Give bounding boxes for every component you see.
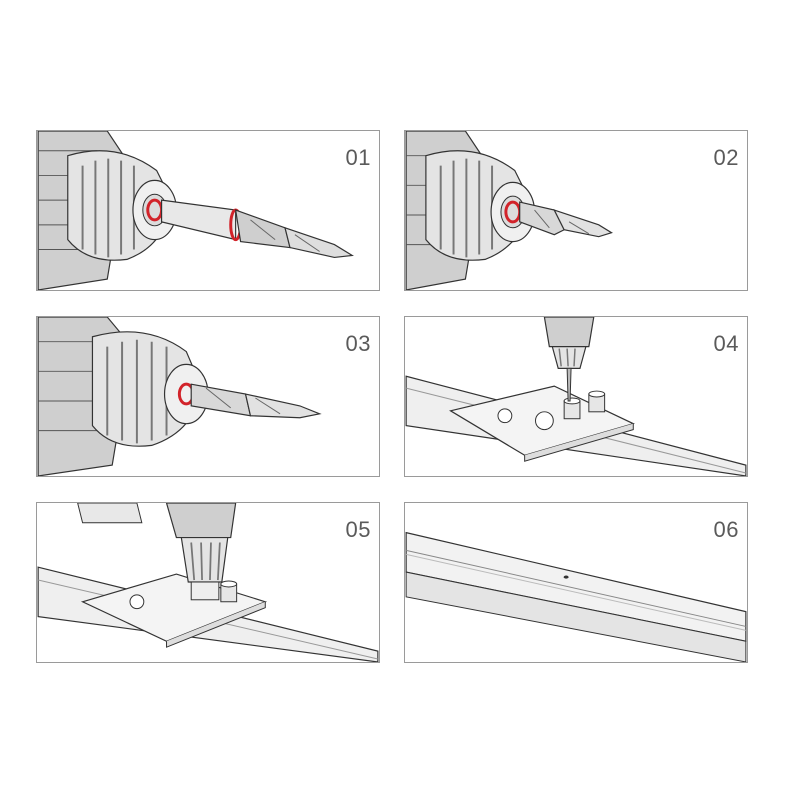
- drill-short-bit-illustration: [405, 131, 613, 290]
- step-number: 04: [713, 331, 739, 356]
- step-panel-02: 02: [404, 130, 748, 291]
- step-number: 06: [713, 517, 739, 542]
- drill-twist-bit-illustration: [37, 317, 322, 476]
- step-number: 05: [345, 517, 371, 542]
- step-panel-01: 01: [36, 130, 380, 291]
- step-number: 02: [713, 145, 739, 170]
- drilled-hole-icon: [563, 575, 569, 579]
- step-panel-04: 04: [404, 316, 748, 477]
- step-panel-06: 06: [404, 502, 748, 663]
- step-panel-05: 05: [36, 502, 380, 663]
- step-number: 03: [345, 331, 371, 356]
- rail-with-hole-illustration: [405, 531, 747, 662]
- step-number: 01: [345, 145, 371, 170]
- step-panel-03: 03: [36, 316, 380, 477]
- drill-on-jig-illustration: [405, 317, 747, 476]
- drill-holding-jig-illustration: [37, 503, 379, 662]
- drill-stepped-bit-illustration: [37, 131, 354, 290]
